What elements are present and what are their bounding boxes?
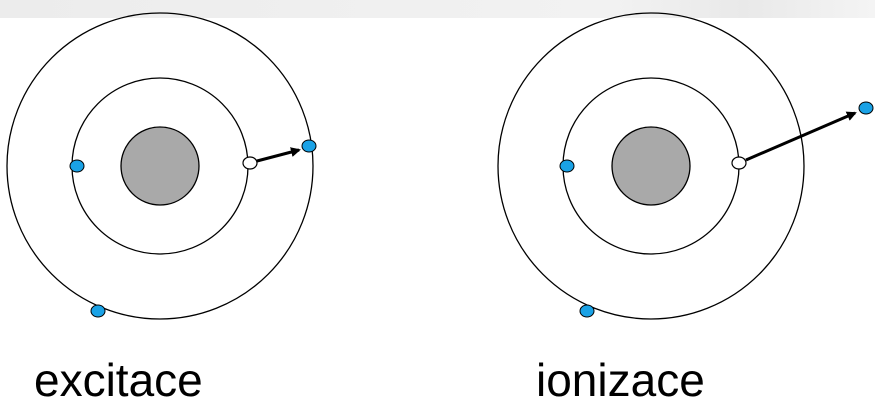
electron [90, 304, 106, 318]
excitation-caption: excitace [34, 354, 203, 406]
ionization-arrow [745, 111, 857, 162]
excited-electron [301, 139, 317, 153]
outer-orbit [497, 12, 805, 320]
electron [559, 159, 575, 173]
ionization-caption: ionizace [536, 354, 705, 406]
excitation-atom [6, 12, 317, 320]
nucleus [120, 126, 200, 206]
ejected-electron [858, 101, 874, 115]
nucleus [611, 126, 691, 206]
vacancy-electron-position [731, 156, 747, 170]
electron [69, 159, 85, 173]
ionization-atom [497, 12, 874, 320]
excitation-arrow [256, 147, 301, 163]
vacancy-electron-position [242, 156, 258, 170]
outer-orbit [6, 12, 314, 320]
electron [579, 304, 595, 318]
